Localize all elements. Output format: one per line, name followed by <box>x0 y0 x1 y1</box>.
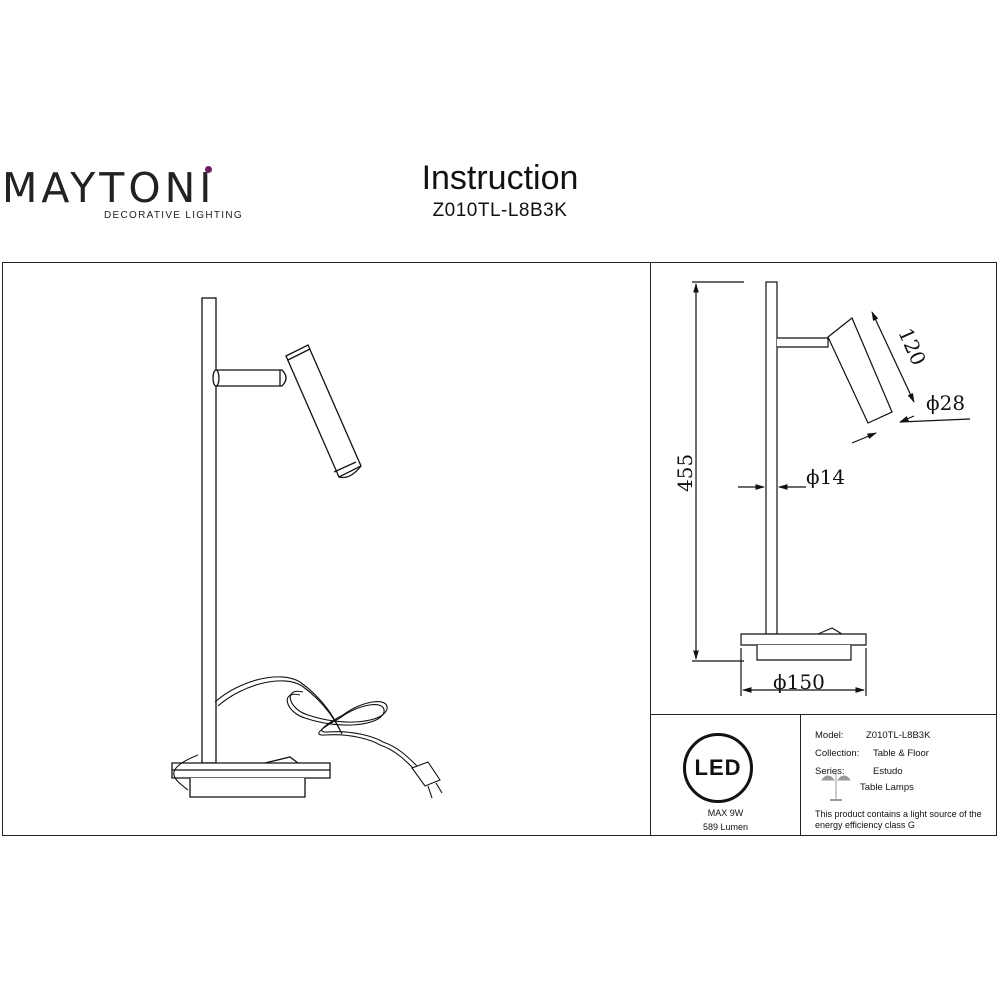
spec-divider <box>800 714 801 836</box>
lamp-side-view-drawing <box>692 281 971 696</box>
spec-model-label: Model: <box>815 730 844 741</box>
table-lamp-icon <box>820 772 852 801</box>
brand-logo: MAYTONI DECORATIVE LIGHTING <box>2 164 242 221</box>
brand-logo-dot <box>205 166 212 173</box>
spec-category-value: Table Lamps <box>860 782 914 793</box>
dim-height-label: 455 <box>673 454 697 492</box>
spec-collection-label: Collection: <box>815 748 860 759</box>
dim-base-diameter-label: ϕ150 <box>773 670 825 694</box>
spec-collection-value: Table & Floor <box>873 748 929 759</box>
frame-divider-horizontal <box>650 714 997 715</box>
lamp-perspective-drawing <box>171 297 443 799</box>
energy-class-note: This product contains a light source of … <box>815 809 982 830</box>
document-model-code: Z010TL-L8B3K <box>432 200 568 221</box>
led-badge: LED <box>683 733 753 803</box>
spec-model-value: Z010TL-L8B3K <box>866 730 931 741</box>
brand-name: MAYTONI <box>2 164 216 212</box>
dim-stem-diameter-label: ϕ14 <box>806 465 845 489</box>
dim-head-length-label: 120 <box>893 324 930 369</box>
frame-divider-vertical <box>650 262 651 836</box>
dimension-labels: 455 120 ϕ28 ϕ14 ϕ150 <box>673 324 965 694</box>
lamp-head <box>285 344 362 479</box>
brand-tagline: DECORATIVE LIGHTING <box>104 210 243 221</box>
dim-head-diameter-label: ϕ28 <box>926 391 965 415</box>
lamp-stem <box>201 297 217 764</box>
spec-series-value: Estudo <box>873 766 903 777</box>
lamp-base <box>171 756 331 798</box>
side-stem <box>765 281 778 635</box>
max-power: MAX 9W <box>707 808 744 818</box>
lamp-arm <box>216 369 287 387</box>
lumen-output: 589 Lumen <box>702 822 749 832</box>
document-title: Instruction <box>421 159 579 197</box>
spec-series-label: Series: <box>815 766 845 777</box>
drawing-frame <box>2 262 997 836</box>
power-cord <box>173 676 443 799</box>
